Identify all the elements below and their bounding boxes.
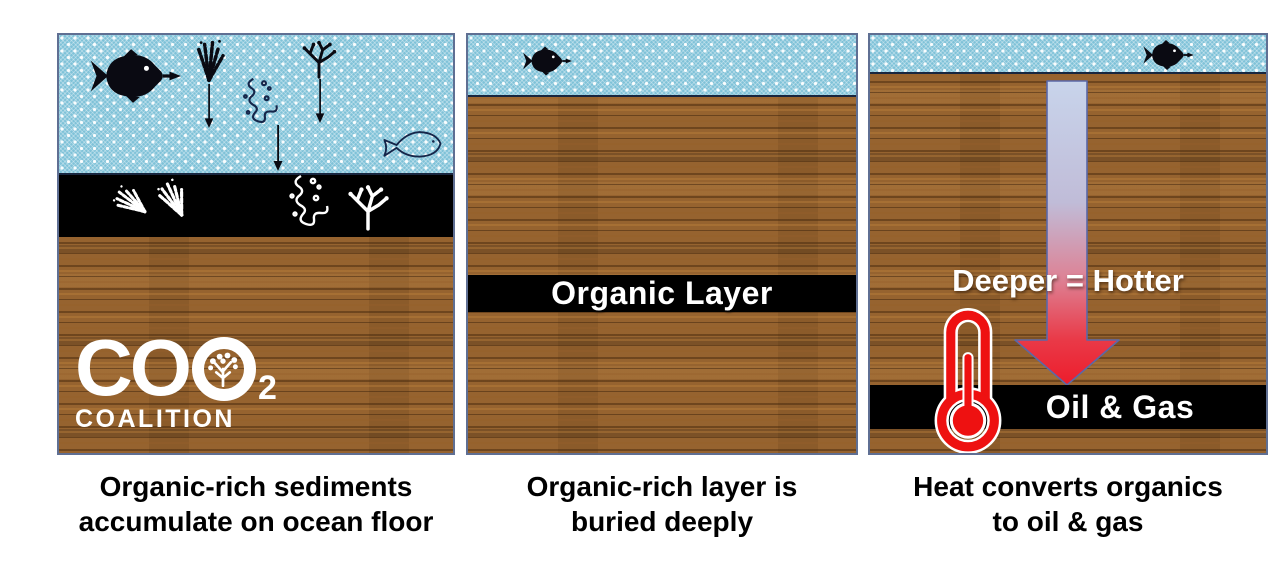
organic-layer-band: Organic Layer	[468, 275, 856, 312]
logo-co-text: CO	[75, 323, 192, 412]
plankton-chain-icon	[289, 174, 329, 227]
co2-coalition-logo: CO 2 COALITI	[75, 323, 277, 433]
falling-arrow-icon	[315, 79, 325, 123]
logo-o-ring	[192, 337, 256, 401]
organic-layer-label: Organic Layer	[551, 275, 773, 311]
deeper-hotter-label: Deeper = Hotter	[952, 263, 1184, 298]
ocean-water-layer	[870, 35, 1266, 74]
panel-burial: Organic Layer	[466, 33, 858, 455]
panel-accumulation: CO 2 COALITI	[57, 33, 455, 455]
tree-icon	[208, 352, 238, 387]
logo-subscript: 2	[258, 369, 277, 407]
caption-line: Heat converts organics	[913, 471, 1223, 502]
seaweed-sprig-icon	[196, 40, 225, 82]
fish-icon	[1142, 40, 1194, 70]
caption-line: to oil & gas	[992, 506, 1144, 537]
fish-icon	[522, 46, 572, 76]
caption-accumulation: Organic-rich sediments accumulate on oce…	[47, 469, 465, 539]
fish-icon	[89, 49, 181, 103]
caption-heat-conversion: Heat converts organics to oil & gas	[858, 469, 1278, 539]
fish-outline-icon	[383, 131, 442, 158]
logo-coalition-text: COALITION	[75, 405, 235, 433]
panel-heat-conversion: Deeper = Hotter Oil & Gas	[868, 33, 1268, 455]
caption-burial: Organic-rich layer is buried deeply	[456, 469, 868, 539]
caption-line: accumulate on ocean floor	[78, 506, 434, 537]
heat-gradient-arrow-icon	[1014, 80, 1120, 386]
plankton-chain-icon	[243, 77, 278, 123]
falling-arrow-icon	[204, 84, 214, 128]
caption-line: Organic-rich sediments	[99, 471, 413, 502]
caption-line: Organic-rich layer is	[526, 471, 798, 502]
coral-icon	[346, 183, 391, 231]
caption-line: buried deeply	[570, 506, 754, 537]
thermometer-icon	[934, 308, 1002, 453]
coral-icon	[301, 39, 338, 79]
falling-arrow-icon	[273, 125, 283, 171]
oil-gas-label: Oil & Gas	[1045, 388, 1195, 425]
